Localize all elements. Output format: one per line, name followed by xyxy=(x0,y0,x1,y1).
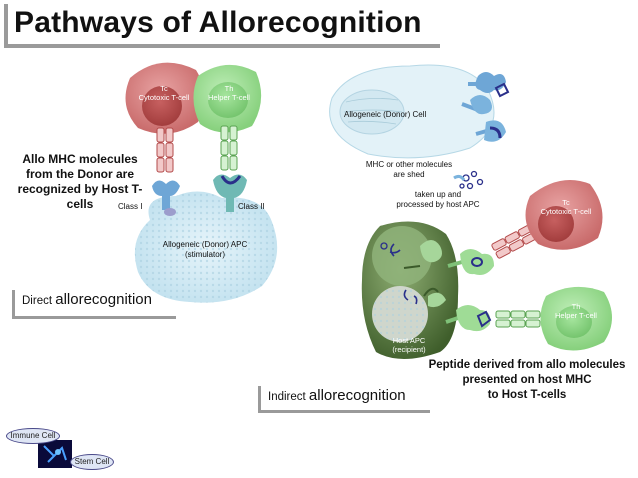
indirect-th-label-abbr: Th xyxy=(571,302,581,311)
indirect-description-line: presented on host MHC xyxy=(462,374,592,386)
indirect-section-label-small: Indirect xyxy=(268,391,306,403)
indirect-tc-receptor xyxy=(491,224,538,259)
indirect-th-receptor xyxy=(495,310,541,328)
host-apc xyxy=(361,221,459,359)
host-apc-label-line1: Host APC xyxy=(392,336,426,345)
taken-up-label-line1: taken up and xyxy=(414,190,462,199)
direct-th-label: Th Helper T-cell xyxy=(196,84,262,102)
direct-th-receptor xyxy=(220,125,238,171)
taken-up-label-line2: processed by host APC xyxy=(396,200,480,209)
direct-th-label-name: Helper T-cell xyxy=(208,93,250,102)
donor-apc-label-line1: Allogeneic (Donor) APC xyxy=(162,240,248,249)
title-side-bar xyxy=(4,4,8,48)
stem-cell-logo-label: Stem Cell xyxy=(70,454,114,470)
indirect-donor-cell xyxy=(329,64,495,159)
direct-tc-label: Tc Cytotoxic T-cell xyxy=(132,84,196,102)
page-title: Pathways of Allorecognition xyxy=(14,6,422,39)
shed-molecules xyxy=(453,170,484,190)
direct-th-cell xyxy=(193,64,262,133)
title-underline xyxy=(4,44,440,48)
indirect-description-line: to Host T-cells xyxy=(487,389,567,401)
indirect-tc-cell xyxy=(525,180,603,250)
indirect-tc-label: Tc Cytotoxic T-cell xyxy=(534,198,598,216)
shed-label: MHC or other molecules are shed xyxy=(362,160,456,180)
direct-section-label-small: Direct xyxy=(22,295,53,307)
direct-tc-label-name: Cytotoxic T-cell xyxy=(138,93,190,102)
indirect-description-line: Peptide derived from allo molecules xyxy=(428,359,626,371)
direct-description-line: from the Donor are xyxy=(25,167,134,181)
direct-th-label-abbr: Th xyxy=(224,84,234,93)
class-ii-label: Class II xyxy=(238,202,265,211)
direct-mhc-class-ii xyxy=(213,174,247,212)
direct-section-label: Direct allorecognition xyxy=(22,291,152,308)
indirect-th-cell xyxy=(540,286,612,351)
direct-tc-label-abbr: Tc xyxy=(160,84,168,93)
host-apc-label-line2: (recipient) xyxy=(392,345,426,354)
donor-surface-molecules xyxy=(461,72,510,142)
direct-tc-receptor xyxy=(156,127,174,173)
class-i-label: Class I xyxy=(118,202,143,211)
donor-apc-label-line2: (stimulator) xyxy=(184,250,225,259)
direct-description-line: cells xyxy=(66,197,94,211)
direct-description-line: recognized by Host T- xyxy=(17,182,143,196)
indirect-description: Peptide derived from allo molecules pres… xyxy=(420,358,634,403)
indirect-tc-label-abbr: Tc xyxy=(562,198,570,207)
immune-cell-logo-label: Immune Cell xyxy=(6,428,60,444)
indirect-section-frame xyxy=(258,386,430,413)
indirect-section-label-big: allorecognition xyxy=(308,387,406,404)
indirect-section-label: Indirect allorecognition xyxy=(268,387,406,404)
donor-cell-label: Allogeneic (Donor) Cell xyxy=(344,110,427,119)
indirect-th-label-name: Helper T-cell xyxy=(555,311,597,320)
direct-mhc-class-i xyxy=(152,180,180,216)
direct-description-line: Allo MHC molecules xyxy=(22,152,138,166)
direct-tc-cell xyxy=(125,62,205,134)
indirect-tc-label-name: Cytotoxic T-cell xyxy=(540,207,592,216)
indirect-th-label: Th Helper T-cell xyxy=(544,302,608,320)
donor-apc-label: Allogeneic (Donor) APC (stimulator) xyxy=(146,240,264,260)
host-apc-label: Host APC (recipient) xyxy=(384,336,434,354)
direct-donor-apc xyxy=(134,191,278,303)
host-mhc-top xyxy=(447,249,494,275)
direct-section-label-big: allorecognition xyxy=(55,291,152,308)
shed-label-line1: MHC or other molecules xyxy=(365,160,453,169)
taken-up-label: taken up and processed by host APC xyxy=(386,190,490,210)
shed-label-line2: are shed xyxy=(393,170,425,179)
direct-section-frame xyxy=(12,290,176,319)
logo-graphic xyxy=(38,440,72,468)
direct-description: Allo MHC molecules from the Donor are re… xyxy=(16,152,144,212)
host-mhc-bottom xyxy=(445,305,492,332)
